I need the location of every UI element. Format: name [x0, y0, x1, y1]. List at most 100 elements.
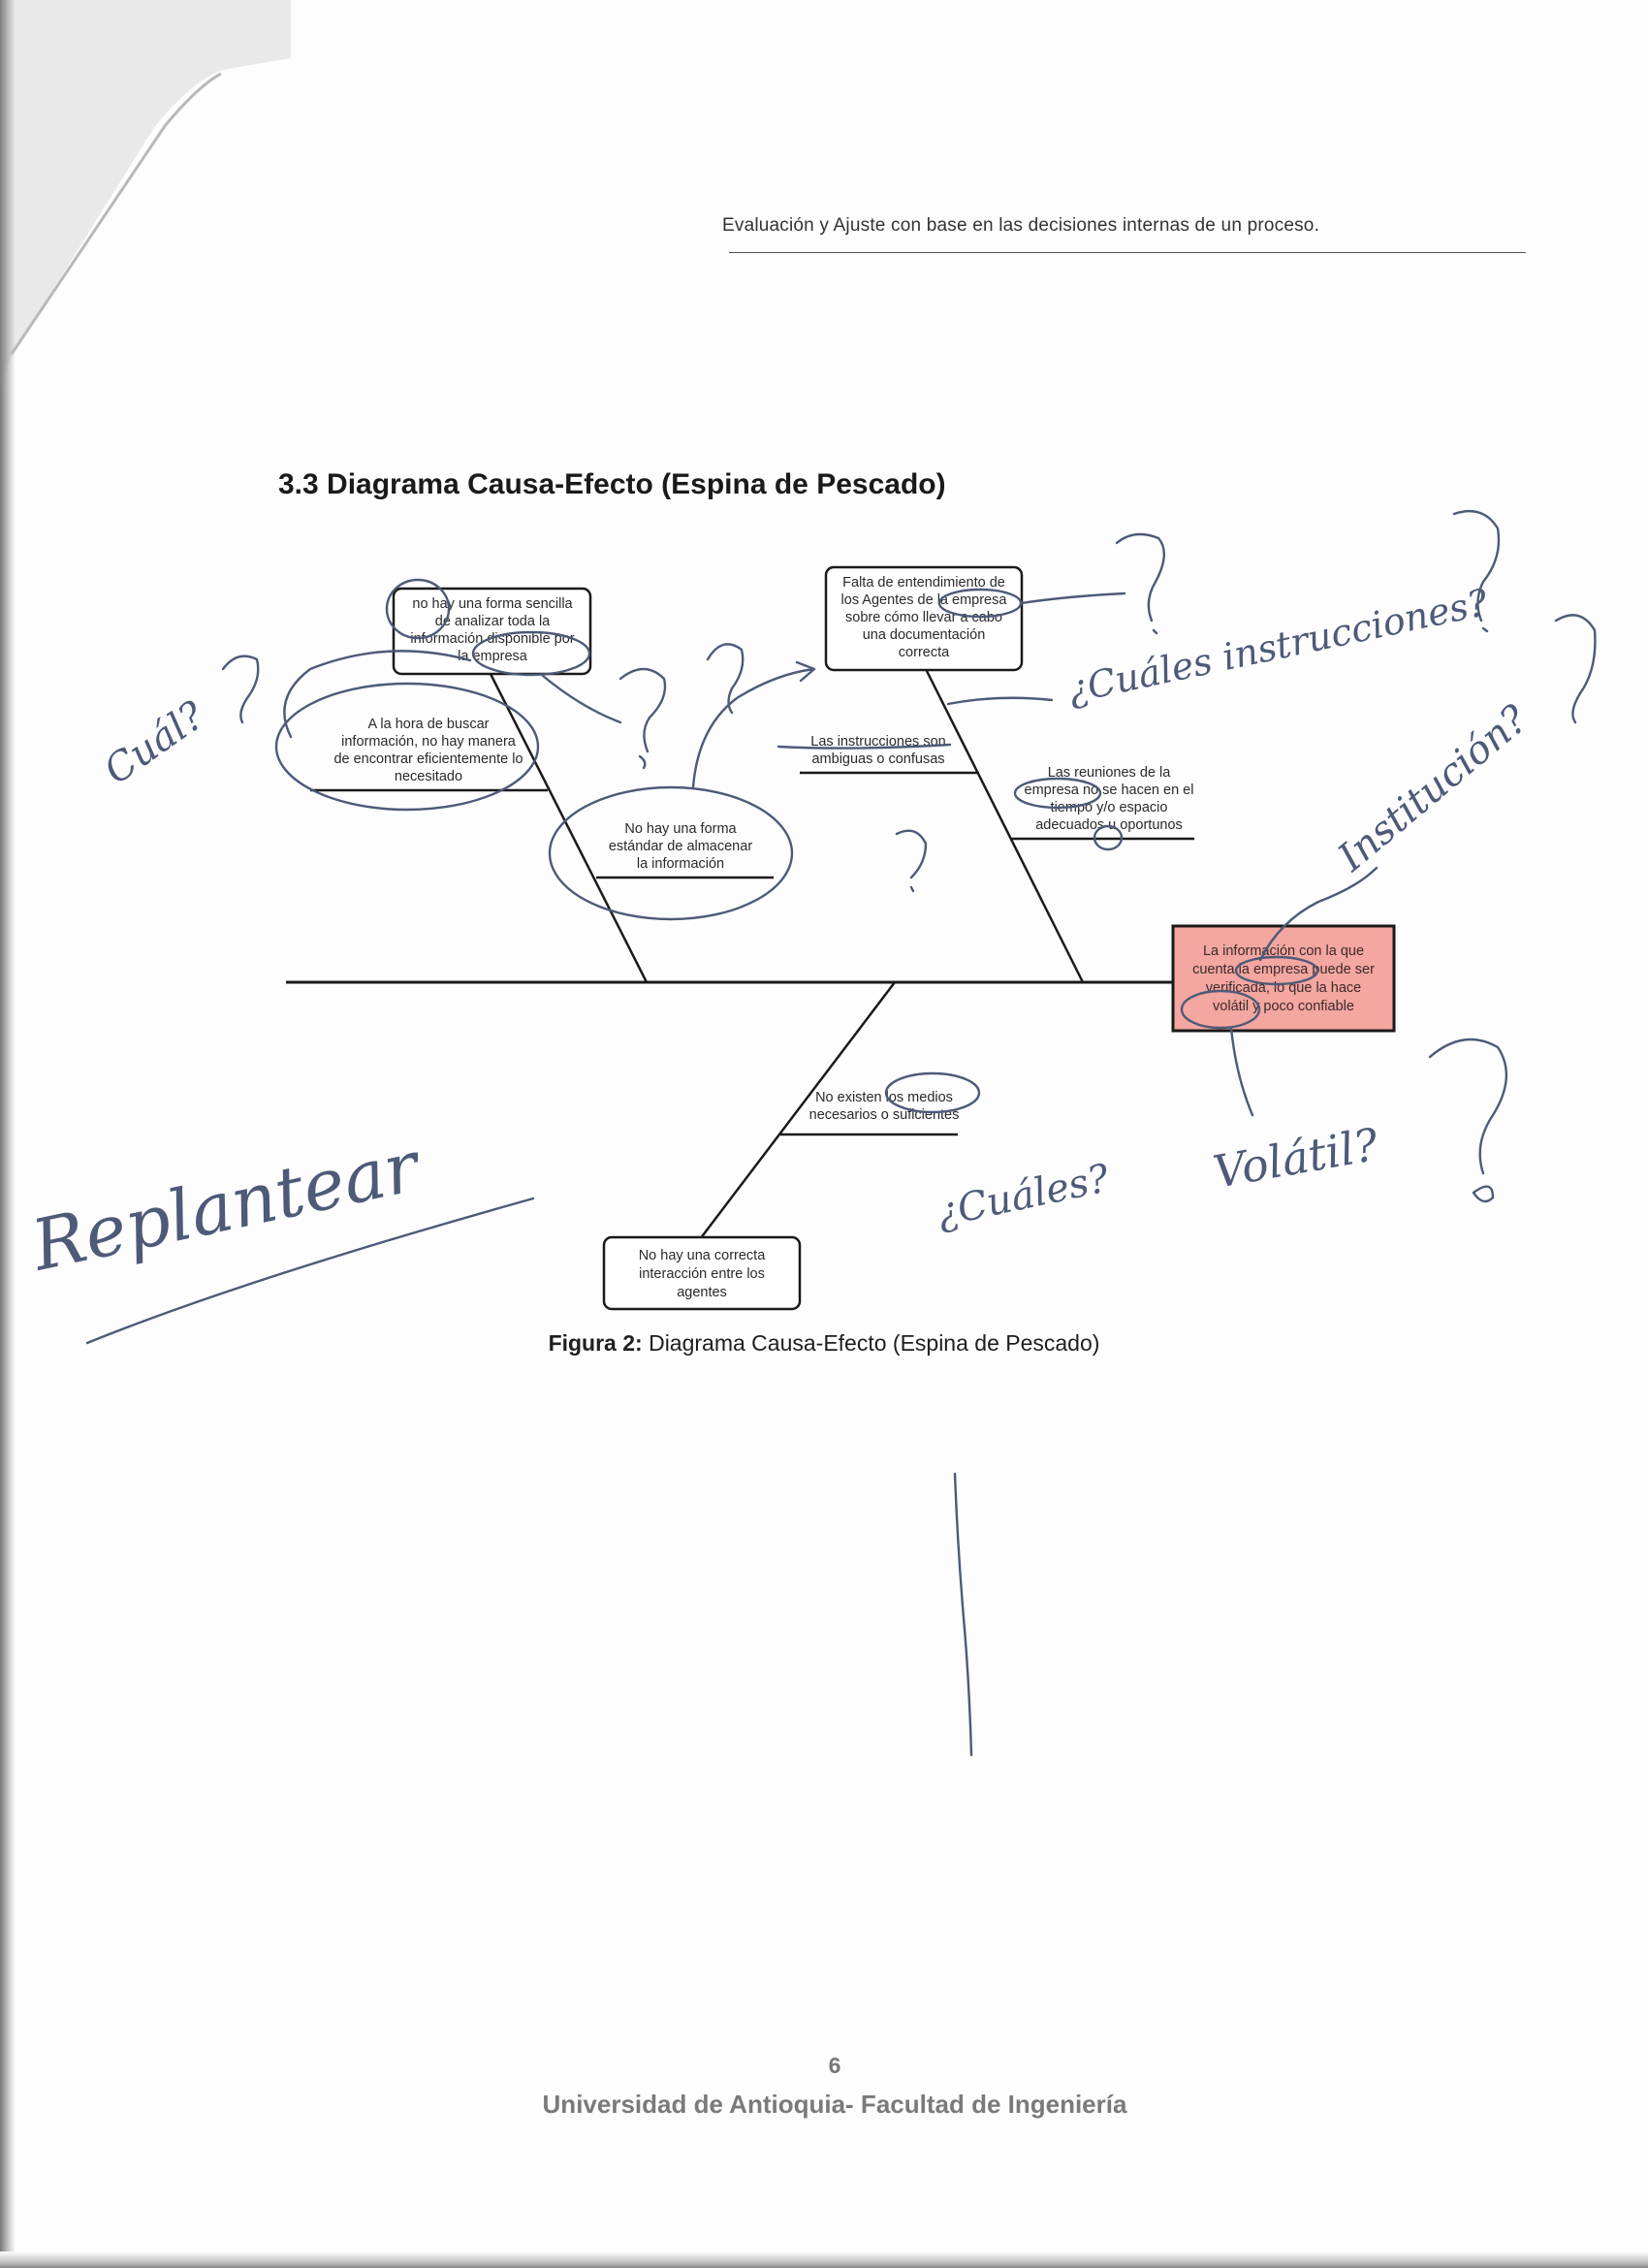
- ink-line-volatil: [1229, 1026, 1254, 1117]
- ink-vertical-stroke: [953, 1472, 973, 1757]
- ink-question-5: [618, 667, 667, 770]
- bone-top-left: [488, 671, 649, 983]
- ink-underline-instrucciones: [776, 743, 952, 750]
- svg-text:No existen los medios: No existen los medios: [815, 1090, 953, 1105]
- cause-box-analizar: [392, 587, 592, 676]
- ink-arrow-almacenar: [691, 660, 816, 789]
- cause-box-entendimiento: [824, 565, 1024, 672]
- ink-text-cual: Cuál?: [96, 693, 213, 794]
- scan-edge-left: [0, 0, 16, 2268]
- svg-text:información disponible por: información disponible por: [410, 631, 574, 647]
- cause-medios-line-1: No existen los medios: [815, 1090, 953, 1105]
- ink-arrow-busqueda: [283, 650, 472, 739]
- page-number: 6: [828, 2053, 841, 2078]
- svg-text:empresa no se hacen en el: empresa no se hacen en el: [1025, 783, 1194, 798]
- svg-text:no hay una forma sencilla: no hay una forma sencilla: [412, 596, 573, 612]
- ink-text-replantear: Replantear: [23, 1125, 428, 1287]
- ink-line-agentes: [1020, 591, 1126, 605]
- ink-question-4: [1428, 1038, 1508, 1203]
- ink-circle-no-hay: [385, 578, 451, 640]
- box-analizar-line-2: de analizar toda la: [435, 614, 551, 629]
- ink-circle-empresa-box: [471, 630, 591, 677]
- svg-text:una documentación: una documentación: [863, 627, 986, 643]
- box-interaccion-line-1: No hay una correcta: [639, 1248, 767, 1263]
- cause-box-interaccion: [602, 1235, 802, 1311]
- effect-box: [1171, 924, 1396, 1033]
- cause-busqueda-line-3: de encontrar eficientemente lo: [333, 751, 523, 767]
- box-entendimiento-line-4: una documentación: [863, 627, 986, 643]
- svg-text:los Agentes de la empresa: los Agentes de la empresa: [841, 592, 1008, 608]
- box-analizar-line-1: no hay una forma sencilla: [412, 596, 573, 612]
- ink-question-1: [1115, 532, 1165, 635]
- ink-circle-empresa-no: [1013, 777, 1102, 810]
- svg-text:volátil y poco confiable: volátil y poco confiable: [1213, 999, 1354, 1014]
- box-entendimiento-line-3: sobre cómo llevar a cabo: [845, 610, 1002, 625]
- cause-busqueda-line-1: A la hora de buscar: [368, 717, 490, 732]
- svg-text:correcta: correcta: [899, 645, 950, 660]
- svg-text:A la hora de buscar: A la hora de buscar: [368, 717, 490, 732]
- cause-reuniones-line-2: empresa no se hacen en el: [1025, 783, 1194, 798]
- svg-text:la empresa: la empresa: [458, 649, 528, 664]
- svg-text:agentes: agentes: [677, 1285, 727, 1300]
- svg-text:Las reuniones de la: Las reuniones de la: [1048, 765, 1171, 781]
- ink-text-cuales: ¿Cuáles?: [934, 1156, 1114, 1236]
- effect-line-3: verificada, lo que la hace: [1206, 980, 1361, 996]
- ink-question-8: [221, 655, 260, 724]
- svg-text:necesarios o suficientes: necesarios o suficientes: [809, 1107, 960, 1123]
- cause-medios-line-2: necesarios o suficientes: [809, 1107, 960, 1123]
- svg-text:interacción entre los: interacción entre los: [639, 1266, 765, 1282]
- box-interaccion-line-3: agentes: [677, 1285, 727, 1300]
- ink-line-cuales: [946, 696, 1054, 706]
- section-title: 3.3 Diagrama Causa-Efecto (Espina de Pes…: [278, 468, 946, 500]
- ink-line-analizar: [541, 674, 622, 724]
- svg-text:verificada, lo que la hace: verificada, lo que la hace: [1206, 980, 1361, 996]
- bone-bottom: [699, 981, 896, 1240]
- svg-text:de encontrar eficientemente lo: de encontrar eficientemente lo: [333, 751, 523, 767]
- ink-text-volatil: Volátil?: [1210, 1118, 1383, 1198]
- cause-instrucciones-line-2: ambiguas o confusas: [811, 751, 944, 767]
- box-interaccion-line-2: interacción entre los: [639, 1266, 765, 1282]
- svg-text:sobre cómo llevar a cabo: sobre cómo llevar a cabo: [845, 610, 1002, 625]
- cause-almacenar-line-3: la información: [637, 856, 724, 872]
- ink-underline-replantear: [85, 1197, 535, 1345]
- ink-circle-medios: [884, 1071, 981, 1114]
- box-analizar-line-3: información disponible por: [410, 631, 574, 647]
- svg-text:No hay una correcta: No hay una correcta: [639, 1248, 767, 1263]
- scan-folded-corner: [0, 0, 291, 388]
- footer-institution: Universidad de Antioquia- Facultad de In…: [542, 2090, 1127, 2119]
- svg-text:estándar de almacenar: estándar de almacenar: [609, 839, 752, 854]
- svg-text:información, no hay manera: información, no hay manera: [341, 734, 517, 750]
- ink-question-2: [1452, 509, 1501, 633]
- ink-question-3: [1554, 614, 1597, 724]
- cause-almacenar-line-2: estándar de almacenar: [609, 839, 752, 854]
- ink-circle-empresa-effect: [1234, 955, 1319, 986]
- ink-circle-u: [1093, 824, 1124, 851]
- ink-circle-almacenar: [548, 785, 794, 921]
- svg-text:La información con la que: La información con la que: [1203, 943, 1364, 959]
- effect-line-1: La información con la que: [1203, 943, 1364, 959]
- ink-question-6: [706, 643, 745, 715]
- box-entendimiento-line-1: Falta de entendimiento de: [842, 575, 1005, 591]
- ink-text-cuales-instrucciones: ¿Cuáles instrucciones?: [1064, 581, 1492, 712]
- figure-caption: Figura 2: Diagrama Causa-Efecto (Espina …: [0, 1330, 1648, 1357]
- figure-caption-text: Diagrama Causa-Efecto (Espina de Pescado…: [642, 1330, 1100, 1356]
- svg-text:cuenta la empresa puede ser: cuenta la empresa puede ser: [1192, 962, 1375, 977]
- cause-busqueda-line-4: necesitado: [395, 769, 462, 784]
- svg-text:la información: la información: [637, 856, 724, 872]
- svg-text:Falta de entendimiento de: Falta de entendimiento de: [842, 575, 1005, 591]
- scan-edge-bottom: [0, 2252, 1648, 2268]
- svg-text:tiempo y/o espacio: tiempo y/o espacio: [1051, 800, 1168, 815]
- handwritten-annotations: [85, 509, 1597, 1757]
- box-entendimiento-line-2: los Agentes de la empresa: [841, 592, 1008, 608]
- ink-circle-busqueda: [274, 682, 540, 812]
- running-header: Evaluación y Ajuste con base en las deci…: [722, 215, 1320, 236]
- figure-caption-label: Figura 2:: [548, 1330, 643, 1356]
- effect-line-2: cuenta la empresa puede ser: [1192, 962, 1375, 977]
- svg-text:de analizar toda la: de analizar toda la: [435, 614, 551, 629]
- svg-text:No hay una forma: No hay una forma: [624, 821, 737, 837]
- effect-line-4: volátil y poco confiable: [1213, 999, 1354, 1014]
- svg-text:necesitado: necesitado: [395, 769, 462, 784]
- header-rule: [729, 252, 1526, 253]
- ink-question-7: [895, 829, 928, 893]
